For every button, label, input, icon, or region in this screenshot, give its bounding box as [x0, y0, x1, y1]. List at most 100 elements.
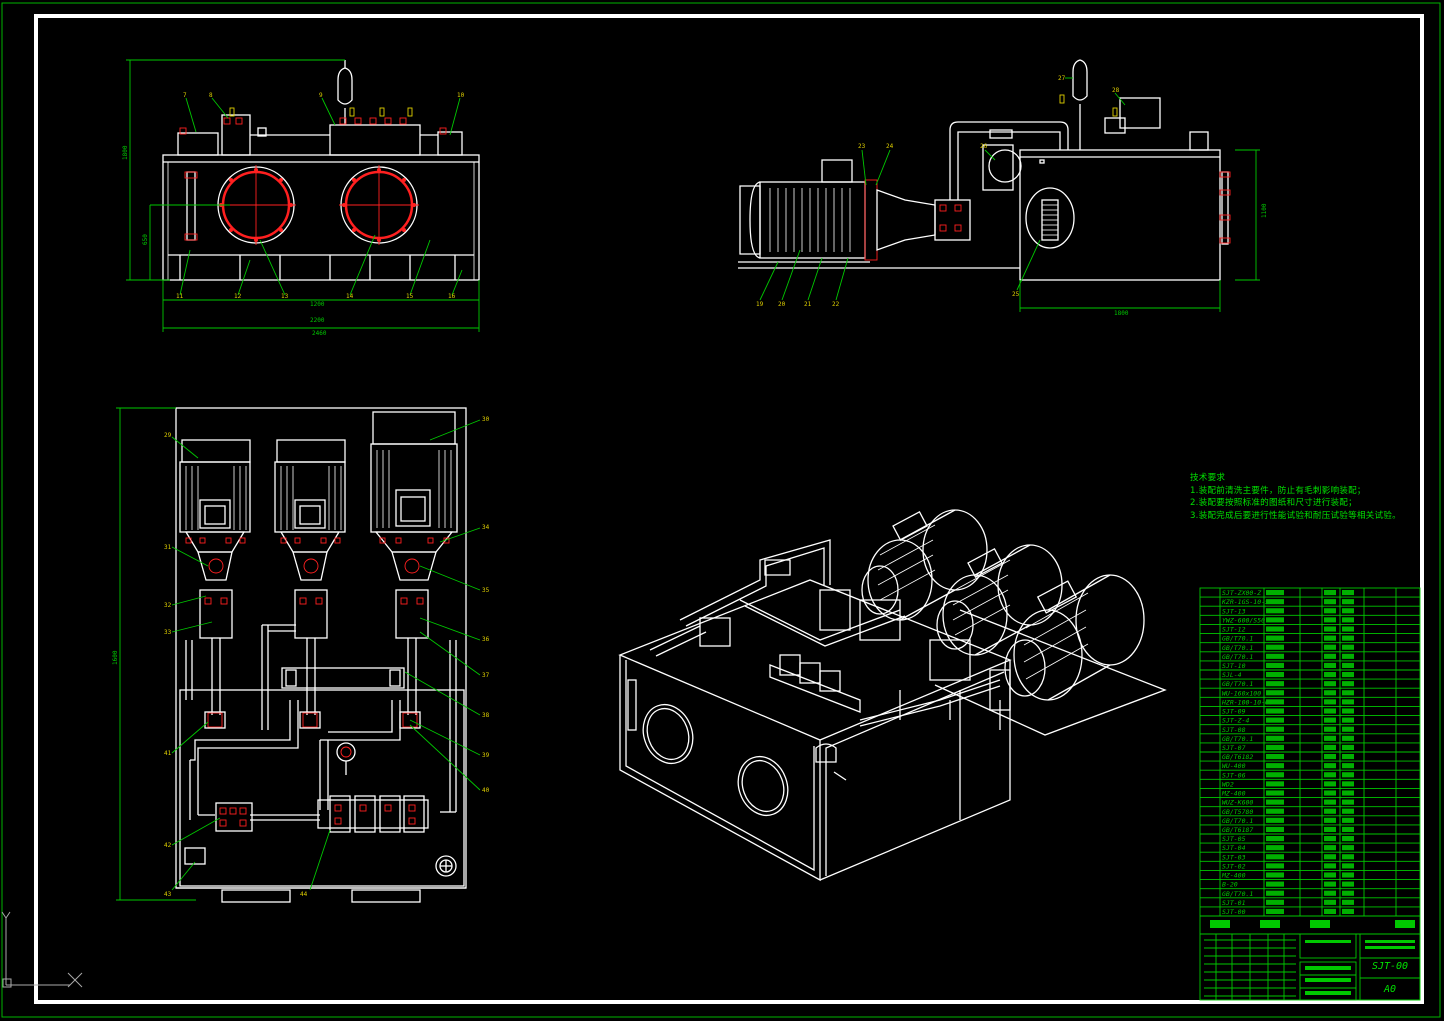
parts-row-cell-mark	[1324, 772, 1336, 778]
parts-row-cell-mark	[1324, 826, 1336, 832]
parts-row-code: WU-160x100	[1222, 689, 1261, 697]
parts-row-cell-mark	[1266, 681, 1284, 687]
parts-row-cell-mark	[1266, 653, 1284, 659]
tech-requirements-title: 技术要求	[1190, 473, 1226, 483]
parts-row-cell-mark	[1342, 763, 1354, 769]
parts-row-cell-mark	[1342, 708, 1354, 714]
callout-22: 22	[832, 301, 840, 308]
parts-row-cell-mark	[1324, 836, 1336, 842]
parts-row-cell-mark	[1324, 699, 1336, 705]
parts-row-cell-mark	[1324, 653, 1336, 659]
parts-row-cell-mark	[1342, 890, 1354, 896]
parts-row-code: SJT-05	[1222, 835, 1246, 843]
callout-19: 19	[756, 301, 764, 308]
parts-row-cell-mark	[1266, 617, 1284, 623]
callout-44: 44	[300, 891, 308, 898]
parts-row-cell-mark	[1342, 681, 1354, 687]
parts-row-cell-mark	[1342, 690, 1354, 696]
callout-28: 28	[1112, 87, 1120, 94]
parts-row-code: GB/T70.1	[1222, 653, 1253, 661]
isometric-view	[618, 509, 1167, 882]
parts-row-code: SJT-09	[1222, 708, 1246, 716]
dim-1800: 1800	[122, 145, 129, 160]
parts-list-frame: SJT-ZX00-ZKZR-1GS-10-50SJT-13YWZ-600/S50…	[1199, 587, 1421, 1001]
parts-row-cell-mark	[1266, 690, 1284, 696]
parts-row-code: GB/T70.1	[1222, 635, 1253, 643]
parts-row-cell-mark	[1266, 726, 1284, 732]
parts-row-code: SJT-08	[1222, 726, 1246, 734]
parts-row-cell-mark	[1266, 845, 1284, 851]
parts-row-cell-mark	[1342, 672, 1354, 678]
parts-row-code: GB/T70.1	[1222, 644, 1253, 652]
parts-row-cell-mark	[1342, 599, 1354, 605]
parts-row-cell-mark	[1266, 699, 1284, 705]
drawing-number: SJT-00	[1371, 961, 1409, 972]
dim-2460: 2460	[312, 330, 327, 337]
technical-requirements: 技术要求 1.装配前清洗主要件，防止有毛刺影响装配； 2.装配要按照标准的图纸和…	[1190, 472, 1401, 522]
inner-border	[34, 14, 1424, 1004]
parts-row-cell-mark	[1342, 836, 1354, 842]
tech-requirement-2: 2.装配要按照标准的图纸和尺寸进行装配；	[1190, 498, 1357, 509]
parts-row-code: GB/T6182	[1222, 753, 1253, 761]
parts-row-cell-mark	[1324, 735, 1336, 741]
parts-row-cell-mark	[1324, 817, 1336, 823]
parts-row-cell-mark	[1342, 772, 1354, 778]
dim-1800-side: 1800	[1114, 310, 1129, 317]
parts-row-cell-mark	[1342, 790, 1354, 796]
parts-row-cell-mark	[1324, 854, 1336, 860]
callout-9: 9	[319, 92, 323, 99]
parts-row-cell-mark	[1342, 635, 1354, 641]
parts-row-code: GB/T70.1	[1222, 680, 1253, 688]
parts-row-code: SJT-06	[1222, 771, 1246, 779]
parts-row-code: MZ-400	[1221, 790, 1246, 798]
parts-row-cell-mark	[1324, 635, 1336, 641]
parts-row-cell-mark	[1342, 808, 1354, 814]
parts-row-cell-mark	[1342, 653, 1354, 659]
tech-requirement-1: 1.装配前清洗主要件，防止有毛刺影响装配；	[1190, 485, 1366, 496]
parts-row-cell-mark	[1324, 863, 1336, 869]
parts-row-cell-mark	[1266, 890, 1284, 896]
parts-row-cell-mark	[1324, 763, 1336, 769]
iso-motor-3	[1004, 574, 1145, 701]
callout-20: 20	[778, 301, 786, 308]
parts-row-cell-mark	[1324, 899, 1336, 905]
callout-15: 15	[406, 293, 414, 300]
motor-1	[179, 439, 251, 581]
parts-row-cell-mark	[1342, 744, 1354, 750]
parts-row-cell-mark	[1342, 590, 1354, 596]
parts-row-code: SJT-00	[1222, 908, 1246, 916]
callout-42: 42	[164, 842, 172, 849]
parts-row-cell-mark	[1266, 735, 1284, 741]
parts-row-cell-mark	[1342, 608, 1354, 614]
parts-row-code: SJT-04	[1222, 844, 1246, 852]
parts-row-cell-mark	[1324, 845, 1336, 851]
parts-row-cell-mark	[1342, 699, 1354, 705]
parts-row-cell-mark	[1342, 881, 1354, 887]
parts-row-cell-mark	[1266, 763, 1284, 769]
dim-1100: 1100	[1261, 203, 1268, 218]
parts-row-cell-mark	[1324, 781, 1336, 787]
callout-43: 43	[164, 891, 172, 898]
parts-row-cell-mark	[1324, 790, 1336, 796]
parts-row-cell-mark	[1342, 899, 1354, 905]
parts-row-code: GB/T70.1	[1222, 735, 1253, 743]
parts-row-cell-mark	[1342, 908, 1354, 914]
parts-row-cell-mark	[1324, 644, 1336, 650]
parts-row-code: GB/T5780	[1222, 808, 1253, 816]
parts-row-code: WUZ-K600	[1222, 799, 1253, 807]
parts-row-cell-mark	[1342, 662, 1354, 668]
parts-row-code: YWZ-600/S50	[1222, 616, 1265, 624]
parts-row-cell-mark	[1266, 626, 1284, 632]
parts-row-code: KZR-1GS-10-50	[1221, 598, 1273, 606]
callout-23: 23	[858, 143, 866, 150]
front-view: 1200 2200 2460 1800 650 7 8 9 10 11 12 1…	[122, 59, 480, 337]
sheet-size: A0	[1383, 984, 1397, 995]
parts-row-cell-mark	[1266, 590, 1284, 596]
parts-row-cell-mark	[1324, 799, 1336, 805]
parts-row-code: SJL-4	[1222, 671, 1242, 679]
parts-row-cell-mark	[1266, 836, 1284, 842]
parts-row-cell-mark	[1342, 754, 1354, 760]
parts-row-cell-mark	[1324, 662, 1336, 668]
dim-650: 650	[142, 234, 149, 245]
parts-row-cell-mark	[1266, 908, 1284, 914]
